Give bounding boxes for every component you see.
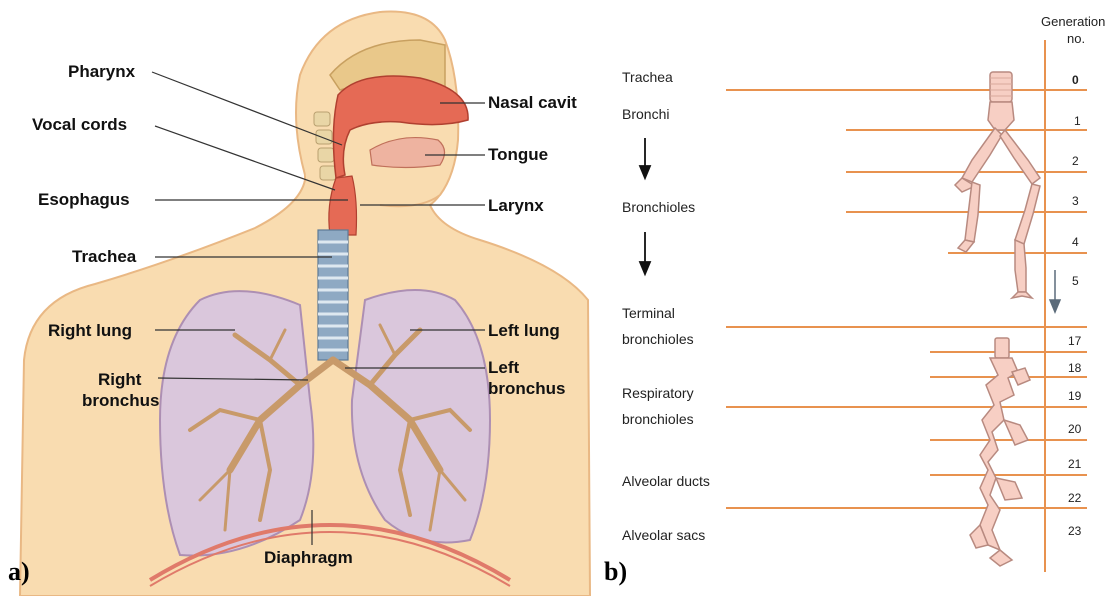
label-right-lung: Right lung: [48, 321, 132, 340]
label-pharynx: Pharynx: [68, 62, 136, 81]
label-b-bronchioles: Bronchioles: [622, 199, 695, 215]
gen-23: 23: [1068, 524, 1082, 538]
gap-arrow: [1050, 270, 1060, 312]
gen-22: 22: [1068, 491, 1082, 505]
label-diaphragm: Diaphragm: [264, 548, 353, 567]
trachea-tube: [318, 230, 348, 360]
panel-b-generations: Generation no. 0 1 2 3 4 5 17 18 19 20 2…: [604, 14, 1105, 586]
gen-20: 20: [1068, 422, 1082, 436]
label-b-respiratory-line2: bronchioles: [622, 411, 694, 427]
right-lung-shape: [160, 291, 313, 555]
gen-18: 18: [1068, 361, 1082, 375]
gen-1: 1: [1074, 114, 1081, 128]
gen-3: 3: [1072, 194, 1079, 208]
panel-b-letter: b): [604, 557, 627, 586]
label-larynx: Larynx: [488, 196, 544, 215]
label-b-terminal-line1: Terminal: [622, 305, 675, 321]
label-b-terminal-line2: bronchioles: [622, 331, 694, 347]
header-generation: Generation: [1041, 14, 1105, 29]
generation-lines: [726, 90, 1087, 508]
label-b-alveolar-sacs: Alveolar sacs: [622, 527, 705, 543]
gen-21: 21: [1068, 457, 1082, 471]
generation-numbers: 0 1 2 3 4 5 17 18 19 20 21 22 23: [1068, 73, 1082, 538]
label-left-bronchus-line1: Left: [488, 358, 520, 377]
label-b-respiratory-line1: Respiratory: [622, 385, 694, 401]
gen-0: 0: [1072, 73, 1079, 87]
gen-17: 17: [1068, 334, 1082, 348]
gen-5: 5: [1072, 274, 1079, 288]
panel-a-illustration: Pharynx Vocal cords Esophagus Trachea Ri…: [8, 12, 590, 596]
label-b-trachea: Trachea: [622, 69, 673, 85]
label-vocal-cords: Vocal cords: [32, 115, 127, 134]
gen-4: 4: [1072, 235, 1079, 249]
label-left-lung: Left lung: [488, 321, 560, 340]
gen-19: 19: [1068, 389, 1082, 403]
gen-2: 2: [1072, 154, 1079, 168]
label-right-bronchus-line1: Right: [98, 370, 142, 389]
label-left-bronchus-line2: bronchus: [488, 379, 565, 398]
label-esophagus: Esophagus: [38, 190, 130, 209]
label-b-alveolar-ducts: Alveolar ducts: [622, 473, 710, 489]
lower-airway-tree: [970, 338, 1030, 566]
label-b-bronchi: Bronchi: [622, 106, 669, 122]
label-right-bronchus-line2: bronchus: [82, 391, 159, 410]
label-trachea: Trachea: [72, 247, 137, 266]
panel-a-letter: a): [8, 557, 30, 586]
label-nasal-cavity: Nasal cavit: [488, 93, 577, 112]
upper-airway-tree: [955, 72, 1040, 298]
header-no: no.: [1067, 31, 1085, 46]
label-tongue: Tongue: [488, 145, 548, 164]
